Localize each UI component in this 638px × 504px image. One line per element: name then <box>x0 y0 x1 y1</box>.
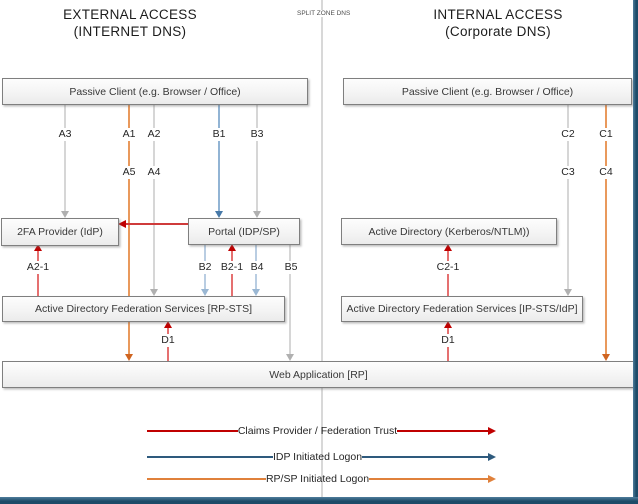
legend-line-right <box>369 478 489 480</box>
internal-access-header: INTERNAL ACCESS (Corporate DNS) <box>398 6 598 40</box>
flow-label-a2: A2 <box>146 128 162 141</box>
external-access-title: EXTERNAL ACCESS <box>63 7 197 22</box>
internal-access-title: INTERNAL ACCESS <box>433 7 563 22</box>
b5-flow-line <box>289 243 291 354</box>
split-zone-dns-label: SPLIT ZONE DNS <box>295 10 353 17</box>
flow-label-c2-1: C2-1 <box>435 261 461 274</box>
flow-label-c1: C1 <box>598 128 614 141</box>
d1-external-arrowhead-icon <box>164 321 172 328</box>
frame-border-right <box>633 0 638 504</box>
b2-arrowhead-icon <box>201 289 209 296</box>
legend-line-right <box>397 430 488 432</box>
legend-line-right <box>362 456 488 458</box>
c1-c4-flow-line <box>605 103 607 355</box>
flow-label-b4: B4 <box>249 261 265 274</box>
flow-label-d1-external: D1 <box>160 334 176 347</box>
claims-trust-arrowhead-icon <box>118 220 126 228</box>
legend-row-claims-trust: Claims Provider / Federation Trust <box>147 426 496 436</box>
flow-label-a5: A5 <box>121 166 137 179</box>
b5-arrowhead-icon <box>286 354 294 361</box>
c2-1-arrowhead-icon <box>444 244 452 251</box>
legend-label-rpsp-logon: RP/SP Initiated Logon <box>265 473 370 485</box>
adfs-rp-sts-box: Active Directory Federation Services [RP… <box>2 296 285 322</box>
a2-1-arrowhead-icon <box>34 244 42 251</box>
frame-border-bottom <box>0 497 638 504</box>
a2-a4-flow-line <box>153 103 155 289</box>
active-directory-box: Active Directory (Kerberos/NTLM)) <box>341 218 557 245</box>
flow-label-b1: B1 <box>211 128 227 141</box>
adfs-ip-sts-idp-box: Active Directory Federation Services [IP… <box>341 296 583 322</box>
a3-arrowhead-icon <box>61 211 69 218</box>
a3-flow-line <box>64 103 66 211</box>
c2-c3-flow-line <box>567 103 569 289</box>
a1-a5-flow-line <box>128 103 130 355</box>
flow-label-a3: A3 <box>57 128 73 141</box>
a2-a4-arrowhead-icon <box>150 289 158 296</box>
b1-flow-line <box>218 103 220 211</box>
flow-label-b5: B5 <box>283 261 299 274</box>
passive-client-internal-box: Passive Client (e.g. Browser / Office) <box>343 78 632 105</box>
c1-c4-arrowhead-icon <box>602 354 610 361</box>
web-application-rp-box: Web Application [RP] <box>2 361 635 388</box>
twofa-provider-box: 2FA Provider (IdP) <box>1 218 119 246</box>
b3-arrowhead-icon <box>253 211 261 218</box>
b4-arrowhead-icon <box>252 289 260 296</box>
a1-a5-arrowhead-icon <box>125 354 133 361</box>
c2-c3-arrowhead-icon <box>564 289 572 296</box>
external-access-header: EXTERNAL ACCESS (INTERNET DNS) <box>30 6 230 40</box>
claims-trust-line <box>126 223 188 225</box>
b1-arrowhead-icon <box>215 211 223 218</box>
flow-label-a4: A4 <box>146 166 162 179</box>
portal-idp-sp-box: Portal (IDP/SP) <box>188 218 300 245</box>
legend-line-left <box>147 430 238 432</box>
flow-label-b2-1: B2-1 <box>219 261 245 274</box>
d1-internal-arrowhead-icon <box>444 321 452 328</box>
legend-label-claims-trust: Claims Provider / Federation Trust <box>237 425 398 437</box>
legend-arrowhead-icon <box>488 427 496 435</box>
flow-label-d1-internal: D1 <box>440 334 456 347</box>
legend-row-rpsp-logon: RP/SP Initiated Logon <box>147 473 497 485</box>
legend-label-idp-logon: IDP Initiated Logon <box>272 451 363 463</box>
legend-arrowhead-icon <box>488 475 497 483</box>
legend-arrowhead-icon <box>488 453 496 461</box>
internal-access-subtitle: (Corporate DNS) <box>445 24 551 39</box>
flow-label-a1: A1 <box>121 128 137 141</box>
flow-label-b2: B2 <box>197 261 213 274</box>
b3-flow-line <box>256 103 258 211</box>
legend-line-left <box>147 478 266 480</box>
flow-label-c4: C4 <box>598 166 614 179</box>
dns-zone-divider-line <box>321 0 323 497</box>
legend-line-left <box>147 456 273 458</box>
passive-client-external-box: Passive Client (e.g. Browser / Office) <box>2 78 308 105</box>
flow-label-a2-1: A2-1 <box>25 261 51 274</box>
external-access-subtitle: (INTERNET DNS) <box>73 24 187 39</box>
flow-label-c3: C3 <box>560 166 576 179</box>
flow-label-b3: B3 <box>249 128 265 141</box>
b2-1-arrowhead-icon <box>228 244 236 251</box>
flow-label-c2: C2 <box>560 128 576 141</box>
legend-row-idp-logon: IDP Initiated Logon <box>147 452 496 462</box>
